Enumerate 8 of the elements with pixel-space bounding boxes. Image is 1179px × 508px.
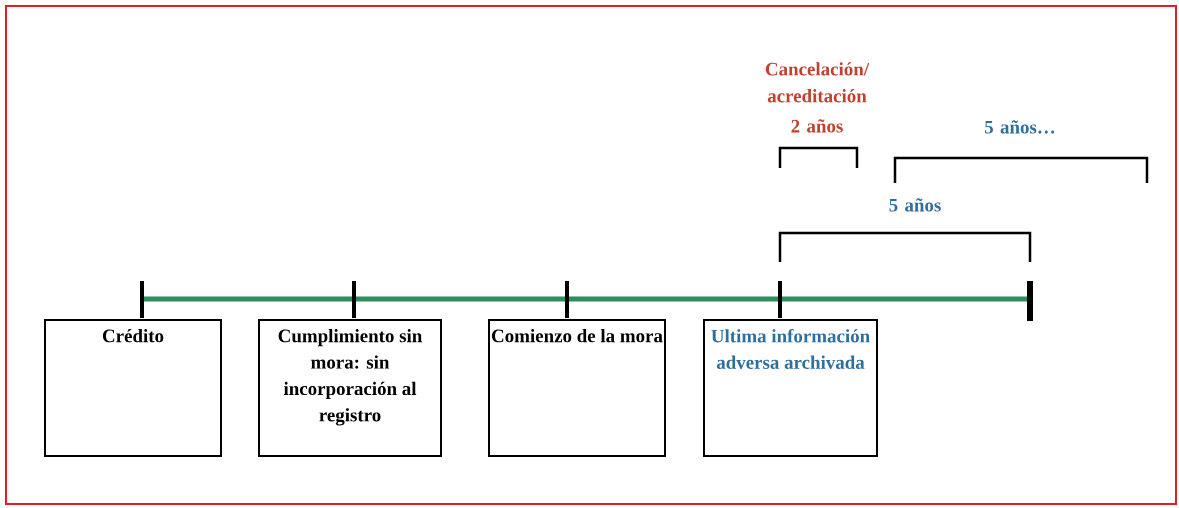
event-box: Ultima información adversa archivada: [703, 319, 878, 457]
period-label: Cancelación/ acreditación: [765, 62, 870, 103]
event-box: Comienzo de la mora: [488, 319, 666, 457]
period-label: 5 años: [889, 198, 941, 212]
period-label: 5 años…: [985, 120, 1055, 134]
period-label: 2 años: [791, 119, 843, 133]
event-box: Crédito: [44, 319, 222, 457]
event-box: Cumplimiento sin mora: sin incorporación al registro: [258, 319, 442, 457]
